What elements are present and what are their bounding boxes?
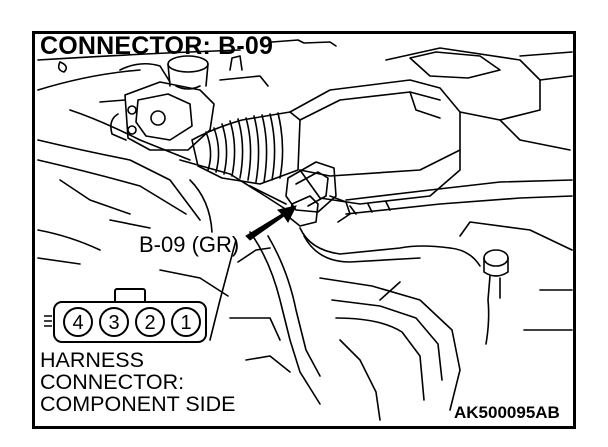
pin-label: 4 [72,312,83,334]
pin-label: 2 [144,312,155,334]
figure-code: AK500095AB [454,403,560,422]
legend-line: CONNECTOR: [40,370,185,394]
connector-callout-label: B-09 (GR) [139,232,240,257]
legend-line: HARNESS [40,348,144,372]
figure-frame [32,31,576,429]
connector-pin-3 [99,307,129,337]
legend-line: COMPONENT SIDE [40,392,236,416]
connector-pin-2 [135,307,165,337]
pointer-arrow [245,205,297,241]
connector-title: CONNECTOR: B-09 [40,32,274,60]
connector-pin-1 [171,307,201,337]
connector-legend: HARNESS CONNECTOR: COMPONENT SIDE [40,349,236,415]
connector-pin-4 [63,307,93,337]
pin-label: 1 [180,312,191,334]
connector-face [44,288,207,343]
pin-label: 3 [108,312,119,334]
